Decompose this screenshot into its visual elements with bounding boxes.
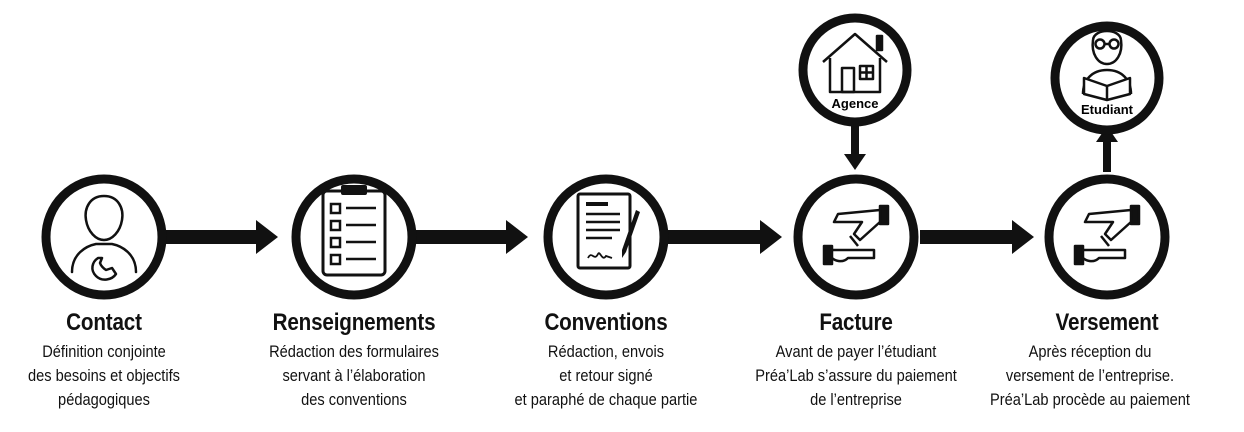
house-icon [822, 32, 888, 94]
flow-arrow-1 [166, 220, 278, 254]
step-circle-conventions [543, 174, 669, 300]
desc-line: Avant de payer l’étudiant [775, 342, 937, 361]
desc-line: Après réception du [1028, 342, 1152, 361]
handshake-payment-icon [822, 204, 890, 266]
step-desc-versement: Après réception du versement de l’entrep… [961, 340, 1219, 412]
desc-line: et paraphé de chaque partie [514, 390, 698, 409]
checklist-clipboard-icon [321, 185, 387, 277]
handshake-payment-icon [1073, 204, 1141, 266]
step-desc-contact: Définition conjointe des besoins et obje… [0, 340, 233, 412]
desc-line: Préa’Lab s’assure du paiement [755, 366, 957, 385]
step-desc-facture: Avant de payer l’étudiant Préa’Lab s’ass… [727, 340, 985, 412]
step-title-conventions: Conventions [544, 309, 668, 336]
desc-line: servant à l’élaboration [282, 366, 426, 385]
desc-line: Rédaction, envois [547, 342, 665, 361]
flow-arrow-4 [920, 220, 1034, 254]
desc-line: versement de l’entreprise. [1005, 366, 1175, 385]
step-title-contact: Contact [66, 309, 142, 336]
desc-line: des conventions [301, 390, 407, 409]
step-title-versement: Versement [1055, 309, 1159, 336]
step-desc-renseignements: Rédaction des formulaires servant à l’él… [225, 340, 483, 412]
desc-line: des besoins et objectifs [28, 366, 180, 385]
actor-circle-agence: Agence [798, 13, 912, 127]
agence-arrow [844, 126, 866, 170]
step-circle-renseignements [291, 174, 417, 300]
desc-line: et retour signé [559, 366, 653, 385]
step-circle-facture [793, 174, 919, 300]
step-title-facture: Facture [819, 309, 893, 336]
etudiant-label: Etudiant [1081, 102, 1134, 117]
desc-line: pédagogiques [58, 390, 150, 409]
desc-line: Préa’Lab procède au paiement [990, 390, 1190, 409]
desc-line: Rédaction des formulaires [269, 342, 439, 361]
signed-document-pen-icon [576, 192, 640, 270]
step-desc-conventions: Rédaction, envois et retour signé et par… [477, 340, 735, 412]
user-phone-icon [70, 194, 138, 281]
desc-line: de l’entreprise [810, 390, 902, 409]
actor-circle-etudiant: Etudiant [1050, 21, 1164, 135]
flow-arrow-3 [668, 220, 782, 254]
step-circle-contact [41, 174, 167, 300]
agence-label: Agence [832, 96, 879, 111]
step-circle-versement [1044, 174, 1170, 300]
flow-arrow-2 [416, 220, 528, 254]
student-reading-icon [1081, 29, 1133, 102]
step-title-renseignements: Renseignements [272, 309, 436, 336]
desc-line: Définition conjointe [42, 342, 166, 361]
